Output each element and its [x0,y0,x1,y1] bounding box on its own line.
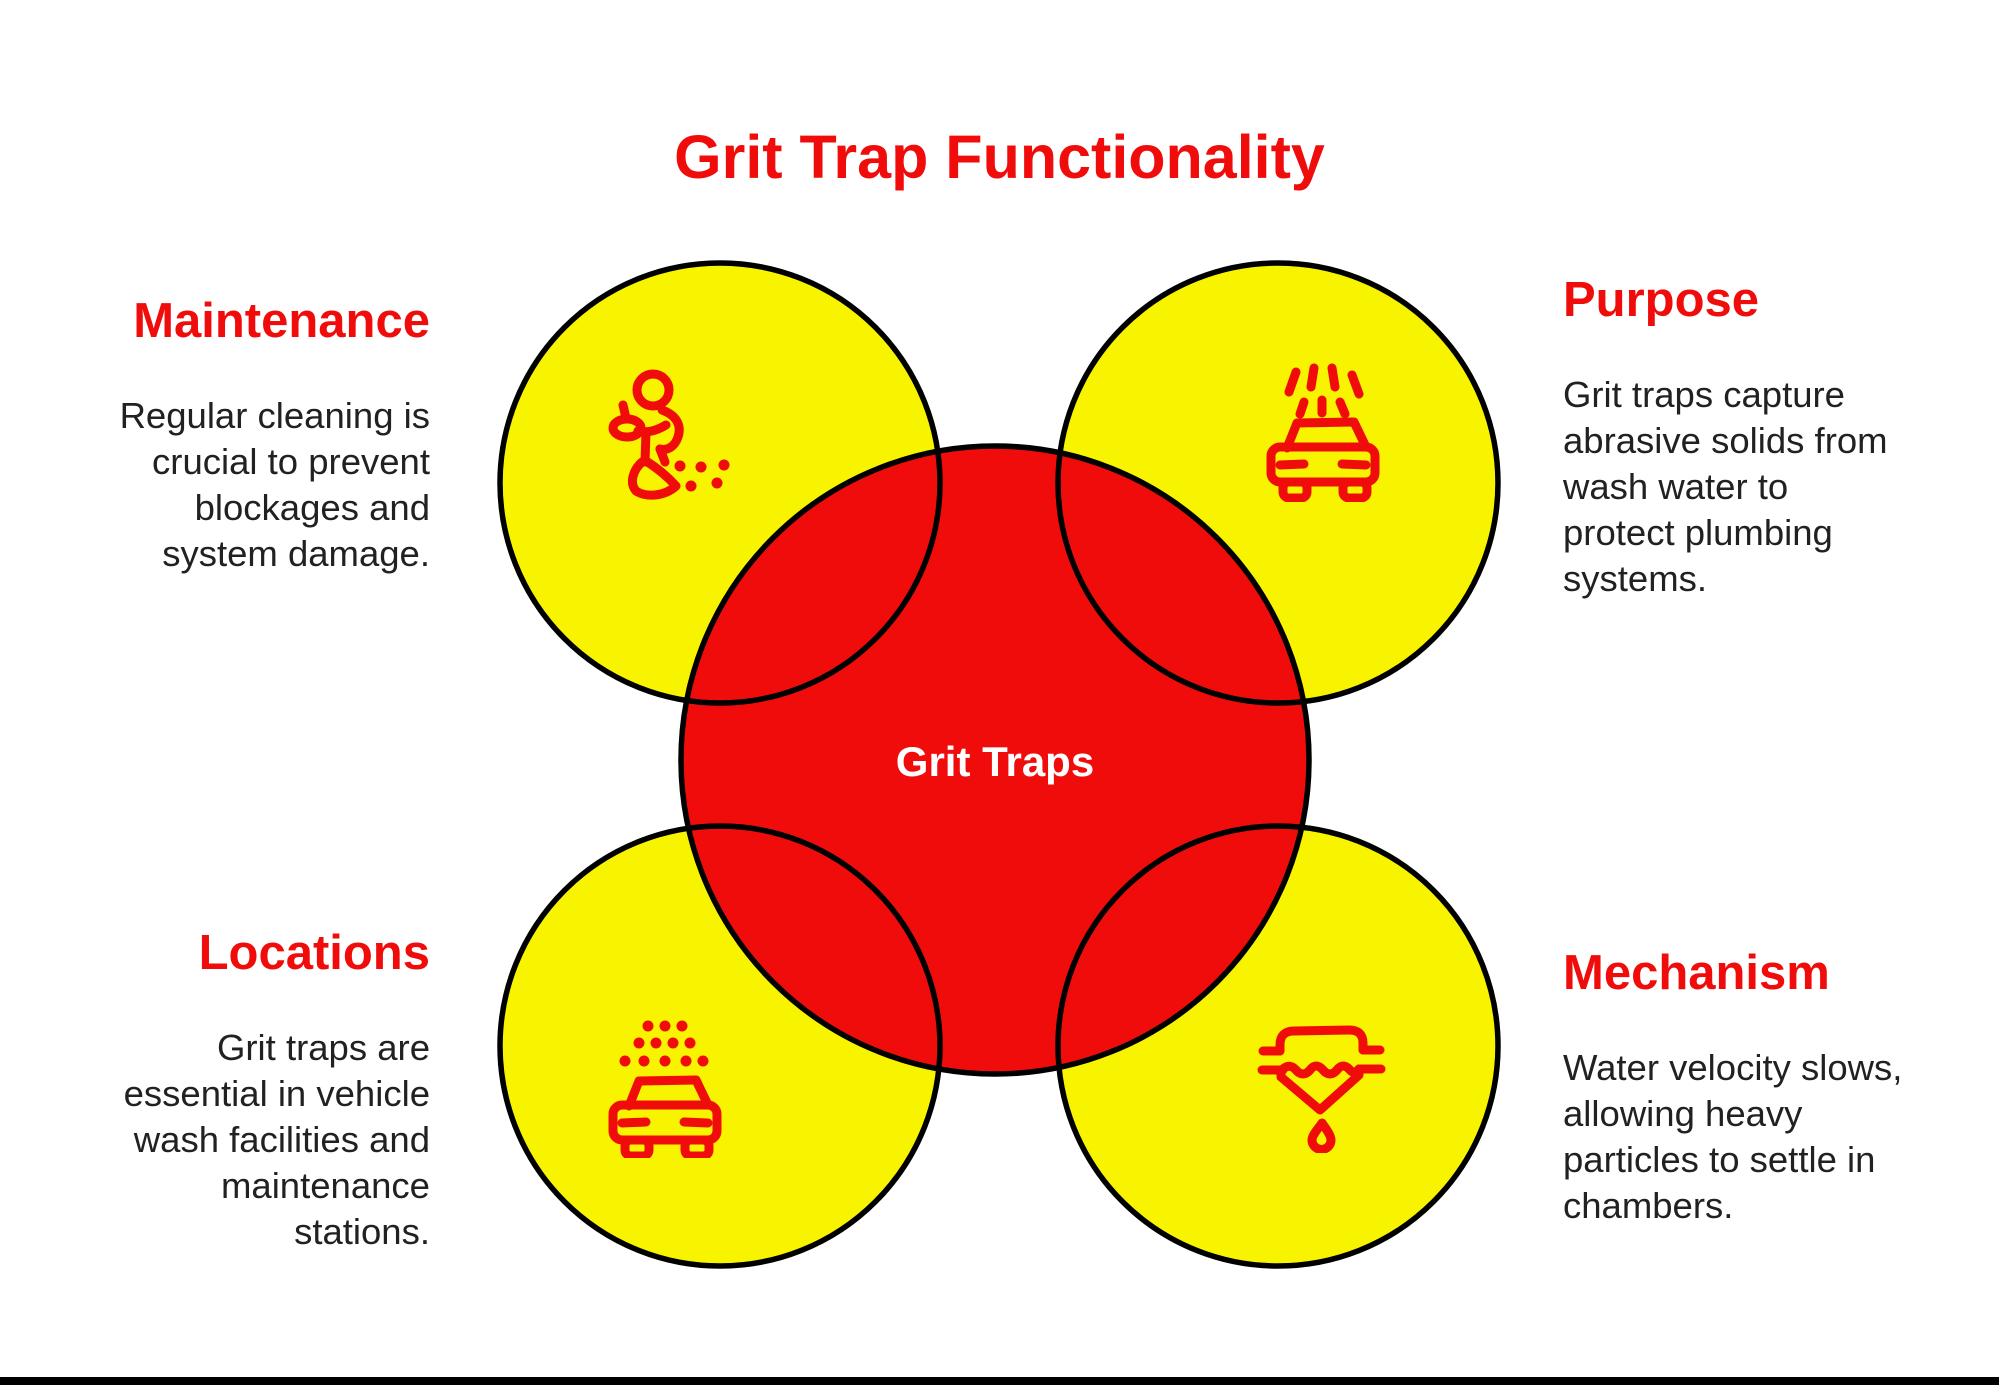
center-circle-label: Grit Traps [895,738,1095,785]
page-title: Grit Trap Functionality [674,123,1325,191]
maintenance-heading: Maintenance [133,294,430,348]
section-locations: Locations Grit traps are essential in ve… [90,925,430,1255]
section-maintenance: Maintenance Regular cleaning is crucial … [90,293,430,577]
purpose-body: Grit traps capture abrasive solids from … [1563,374,1888,600]
section-mechanism: Mechanism Water velocity slows, allowing… [1563,945,1938,1229]
mechanism-heading: Mechanism [1563,946,1830,1000]
grit-traps-center-circle [681,446,1309,1074]
locations-heading: Locations [198,926,430,980]
settling-funnel-icon [1257,1025,1386,1153]
circle-outlines [497,260,1501,1269]
section-purpose: Purpose Grit traps capture abrasive soli… [1563,272,1903,602]
locations-body: Grit traps are essential in vehicle wash… [123,1027,430,1253]
mechanism-body: Water velocity slows, allowing heavy par… [1563,1047,1903,1227]
purpose-heading: Purpose [1563,273,1760,327]
car-wash-spray-icon [1266,363,1380,502]
bottom-edge-bar [0,1377,1999,1385]
cleaning-person-icon [608,369,730,500]
car-wash-dots-icon [608,1020,722,1158]
maintenance-body: Regular cleaning is crucial to prevent b… [119,395,430,575]
